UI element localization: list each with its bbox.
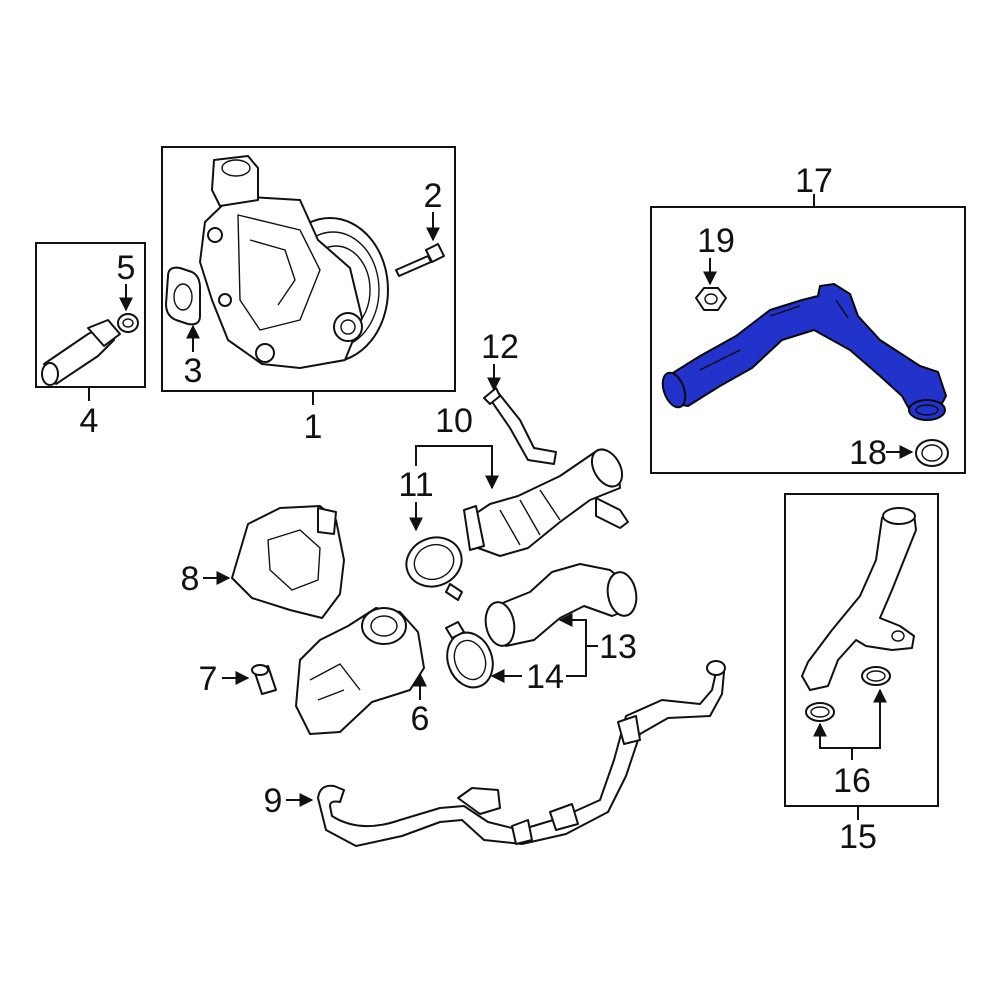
callout-5: 5 (117, 249, 136, 287)
callout-9: 9 (264, 782, 283, 820)
leader-13 (558, 613, 598, 647)
callout-13: 13 (599, 628, 637, 666)
clamp-14-drawing[interactable] (440, 621, 500, 694)
hose-9-drawing[interactable] (317, 660, 726, 847)
group-box-4 (35, 242, 146, 388)
outlet-housing-10-drawing[interactable] (463, 444, 629, 557)
leader-16 (813, 722, 853, 760)
seal-16a-drawing[interactable] (805, 702, 835, 722)
callout-19: 19 (697, 222, 735, 260)
seal-16b-drawing[interactable] (861, 666, 891, 686)
callout-18: 18 (849, 434, 887, 472)
thermostat-4-drawing[interactable] (41, 319, 121, 386)
leader-16b (852, 688, 887, 749)
hose-13-drawing[interactable] (482, 563, 639, 648)
cover-8-drawing[interactable] (231, 505, 345, 619)
water-pump-drawing[interactable] (199, 155, 389, 369)
nut-19-drawing[interactable] (695, 287, 727, 311)
housing-6-drawing[interactable] (295, 607, 425, 735)
seal-5-drawing[interactable] (117, 313, 139, 333)
callout-16: 16 (833, 762, 871, 800)
callout-6: 6 (411, 700, 430, 738)
callout-15: 15 (839, 818, 877, 856)
clamp-11-drawing[interactable] (399, 530, 468, 601)
coolant-pipe-17-drawing[interactable] (658, 283, 947, 421)
hose-12-drawing[interactable] (483, 387, 557, 465)
callout-11: 11 (398, 466, 433, 504)
callout-12: 12 (481, 328, 519, 366)
callout-7: 7 (199, 660, 218, 698)
callout-8: 8 (181, 560, 200, 598)
pipe-15-drawing[interactable] (801, 507, 917, 691)
callout-1: 1 (304, 408, 323, 446)
leader-10 (415, 445, 499, 490)
group-box-1 (161, 146, 456, 392)
callout-10: 10 (435, 402, 473, 440)
group-box-15 (784, 493, 939, 807)
bolt-2-drawing[interactable] (395, 243, 445, 277)
callout-3: 3 (184, 352, 203, 390)
callout-2: 2 (424, 177, 443, 215)
bolt-7-drawing[interactable] (251, 664, 277, 695)
gasket-3-drawing[interactable] (165, 266, 201, 326)
seal-18-drawing[interactable] (915, 439, 949, 467)
callout-14: 14 (526, 658, 564, 696)
leader-13b (566, 646, 587, 677)
callout-17: 17 (795, 162, 833, 200)
callout-4: 4 (80, 402, 99, 440)
group-box-17 (650, 206, 966, 474)
